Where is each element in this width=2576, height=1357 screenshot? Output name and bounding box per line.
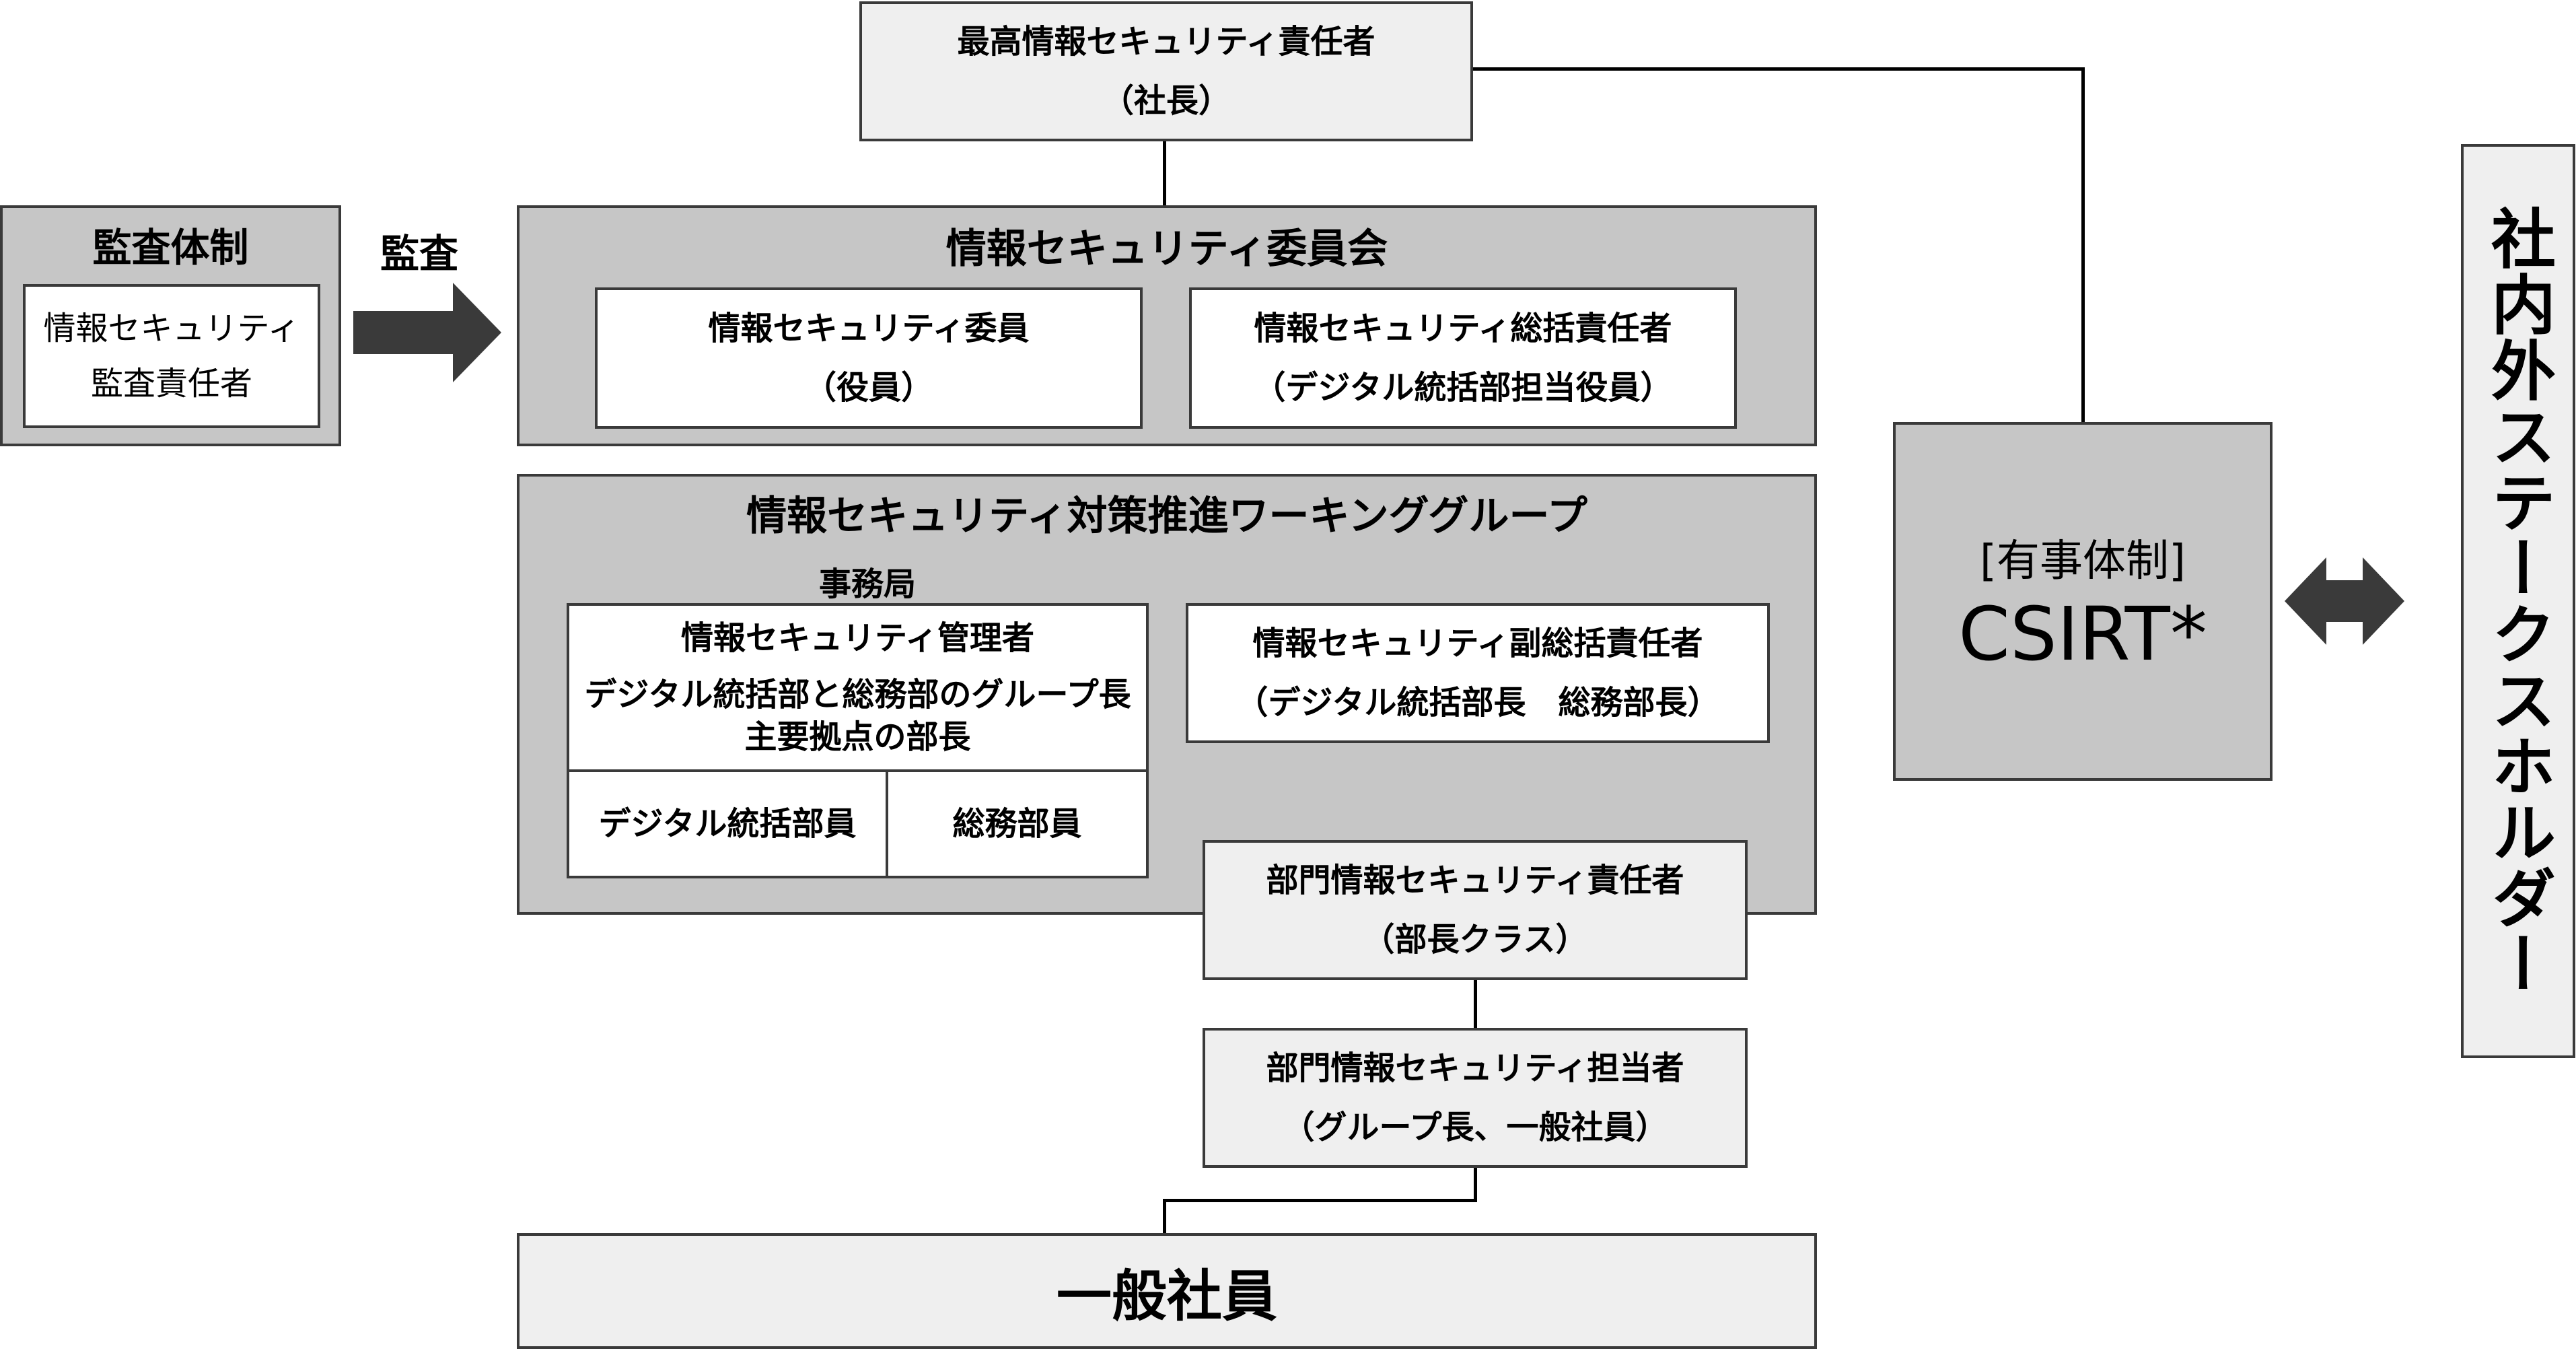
top-security-officer-sub: （社長） (1101, 82, 1231, 120)
security-manager-title: 情報セキュリティ管理者 (680, 619, 1035, 657)
security-committee-title: 情報セキュリティ委員会 (945, 225, 1388, 273)
security-committee-box: 情報セキュリティ委員会 情報セキュリティ委員 （役員） 情報セキュリティ総括責任… (517, 205, 1817, 446)
double-arrow-icon (2285, 557, 2404, 645)
csirt-box: [有事体制] CSIRT* (1893, 422, 2273, 781)
deputy-manager-title: 情報セキュリティ副総括責任者 (1252, 624, 1703, 662)
connector-top-to-csirt-v (2081, 67, 2085, 424)
connector-top-to-csirt-h (1471, 67, 2084, 71)
dept-security-person-sub: （グループ長、一般社員） (1282, 1109, 1668, 1146)
csirt-line2: CSIRT* (1958, 590, 2207, 677)
dept-security-person-title: 部門情報セキュリティ担当者 (1266, 1049, 1684, 1087)
stakeholders-box: 社内外ステークスホルダー (2461, 144, 2575, 1058)
security-manager-line1: デジタル統括部と総務部のグループ長 (584, 676, 1131, 714)
connector-top-to-committee (1163, 141, 1166, 209)
working-group-title: 情報セキュリティ対策推進ワーキンググループ (746, 493, 1587, 540)
dept-security-person-box: 部門情報セキュリティ担当者 （グループ長、一般社員） (1203, 1028, 1748, 1168)
top-security-officer-title: 最高情報セキュリティ責任者 (957, 22, 1375, 61)
audit-arrow-icon (353, 283, 501, 382)
dept-security-responsible-box: 部門情報セキュリティ責任者 （部長クラス） (1203, 840, 1748, 980)
general-manager-box: 情報セキュリティ総括責任者 （デジタル統括部担当役員） (1189, 287, 1737, 429)
committee-member-box: 情報セキュリティ委員 （役員） (595, 287, 1143, 429)
audit-officer-line1: 情報セキュリティ (43, 309, 300, 347)
top-security-officer-box: 最高情報セキュリティ責任者 （社長） (859, 1, 1473, 141)
connector-dept-resp-to-person (1474, 979, 1477, 1030)
digital-staff-label: デジタル統括部員 (598, 804, 857, 843)
working-group-box: 情報セキュリティ対策推進ワーキンググループ 事務局 情報セキュリティ管理者 デジ… (517, 474, 1817, 915)
general-manager-title: 情報セキュリティ総括責任者 (1254, 309, 1672, 347)
audit-system-box: 監査体制 情報セキュリティ 監査責任者 (0, 205, 341, 446)
audit-system-title: 監査体制 (92, 225, 249, 271)
committee-member-sub: （役員） (803, 369, 933, 407)
security-manager-cell: 情報セキュリティ管理者 デジタル統括部と総務部のグループ長 主要拠点の部長 (569, 606, 1146, 772)
general-affairs-staff-cell: 総務部員 (888, 772, 1146, 876)
general-employees-label: 一般社員 (1056, 1264, 1277, 1329)
connector-person-to-employees-h (1163, 1199, 1477, 1202)
deputy-manager-sub: （デジタル統括部長 総務部長） (1236, 684, 1720, 722)
connector-person-to-employees-v1 (1474, 1168, 1477, 1202)
deputy-manager-box: 情報セキュリティ副総括責任者 （デジタル統括部長 総務部長） (1186, 603, 1770, 743)
stakeholders-label: 社内外ステークスホルダー (2480, 205, 2556, 997)
general-manager-sub: （デジタル統括部担当役員） (1253, 369, 1673, 407)
security-manager-line2: 主要拠点の部長 (744, 718, 971, 756)
committee-member-title: 情報セキュリティ委員 (708, 309, 1030, 347)
digital-staff-cell: デジタル統括部員 (569, 772, 888, 876)
audit-officer-box: 情報セキュリティ 監査責任者 (23, 284, 320, 428)
secretariat-box: 情報セキュリティ管理者 デジタル統括部と総務部のグループ長 主要拠点の部長 デジ… (567, 603, 1149, 878)
general-affairs-staff-label: 総務部員 (952, 804, 1082, 843)
secretariat-label: 事務局 (819, 565, 917, 603)
connector-person-to-employees-v2 (1163, 1199, 1166, 1234)
general-employees-box: 一般社員 (517, 1233, 1817, 1349)
dept-security-responsible-title: 部門情報セキュリティ責任者 (1266, 861, 1684, 899)
csirt-line1: [有事体制] (1980, 536, 2186, 586)
dept-security-responsible-sub: （部長クラス） (1362, 921, 1588, 959)
audit-arrow-label: 監査 (380, 231, 459, 277)
audit-officer-line2: 監査責任者 (90, 365, 252, 403)
